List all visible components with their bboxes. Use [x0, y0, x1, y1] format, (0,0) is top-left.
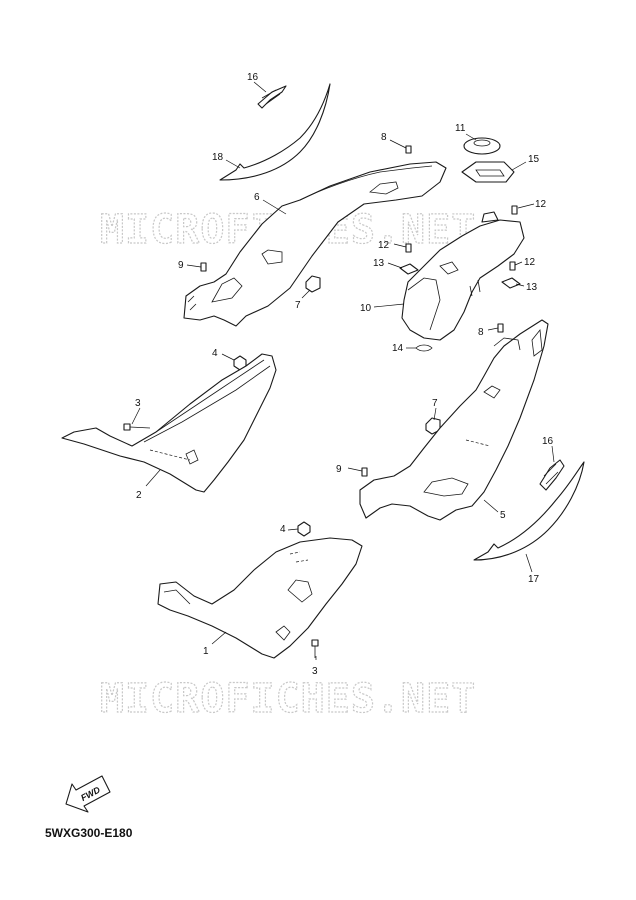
callout-12-a: 12 [535, 199, 547, 210]
part-2-side-panel-left [61, 353, 277, 493]
part-9-clip-lower [361, 467, 368, 477]
callout-18: 18 [212, 152, 224, 163]
part-12-screw-b [405, 243, 412, 253]
part-5-side-cover-right [359, 319, 549, 521]
callout-7-lower: 7 [432, 398, 438, 409]
part-16-emblem-upper [257, 85, 287, 109]
part-1-side-panel-lower [157, 537, 363, 659]
callout-1: 1 [203, 646, 209, 657]
part-12-screw-c [509, 261, 516, 271]
part-9-clip-upper [200, 262, 207, 272]
part-7-grommet-upper [305, 275, 321, 293]
callout-9-lower: 9 [336, 464, 342, 475]
callout-4-upper: 4 [212, 348, 218, 359]
callout-3-upper: 3 [135, 398, 141, 409]
callout-3-lower: 3 [312, 666, 318, 677]
callout-4-lower: 4 [280, 524, 286, 535]
part-10-reservoir-tank [401, 211, 525, 341]
callout-14: 14 [392, 343, 404, 354]
callout-16-upper: 16 [247, 72, 259, 83]
fwd-direction-arrow: FWD [65, 775, 111, 813]
callout-11: 11 [455, 123, 466, 134]
callout-13-b: 13 [526, 282, 538, 293]
callout-9-upper: 9 [178, 260, 184, 271]
callout-8-lower: 8 [478, 327, 484, 338]
callout-13-a: 13 [373, 258, 385, 269]
callout-12-c: 12 [524, 257, 536, 268]
part-3-bolt-lower [311, 639, 319, 658]
part-11-tank-cap [463, 137, 501, 155]
callout-16-lower: 16 [542, 436, 554, 447]
drawing-code: 5WXG300-E180 [45, 826, 133, 840]
callout-5: 5 [500, 510, 506, 521]
callout-6: 6 [254, 192, 260, 203]
part-8-screw-lower [497, 323, 504, 333]
part-8-screw-upper [405, 145, 412, 154]
part-12-screw-a [511, 205, 518, 215]
part-13-clip-a [399, 263, 419, 275]
callout-17: 17 [528, 574, 540, 585]
part-17-stripe-decal [473, 461, 585, 561]
callout-2: 2 [136, 490, 142, 501]
part-18-stripe-decal [219, 83, 331, 181]
part-6-side-cover-upper [183, 161, 447, 327]
callout-8-upper: 8 [381, 132, 387, 143]
callout-12-b: 12 [378, 240, 390, 251]
part-13-clip-b [501, 277, 521, 289]
callout-7-upper: 7 [295, 300, 301, 311]
part-16-emblem-lower [539, 459, 565, 491]
callout-10: 10 [360, 303, 372, 314]
part-4-nut-lower [297, 521, 311, 537]
part-3-bolt-upper [123, 423, 151, 431]
watermark-lower: MICROFICHES.NET [100, 676, 476, 722]
part-15-cap-seat [461, 161, 515, 183]
part-14-hose-clip [415, 344, 433, 352]
callout-15: 15 [528, 154, 540, 165]
